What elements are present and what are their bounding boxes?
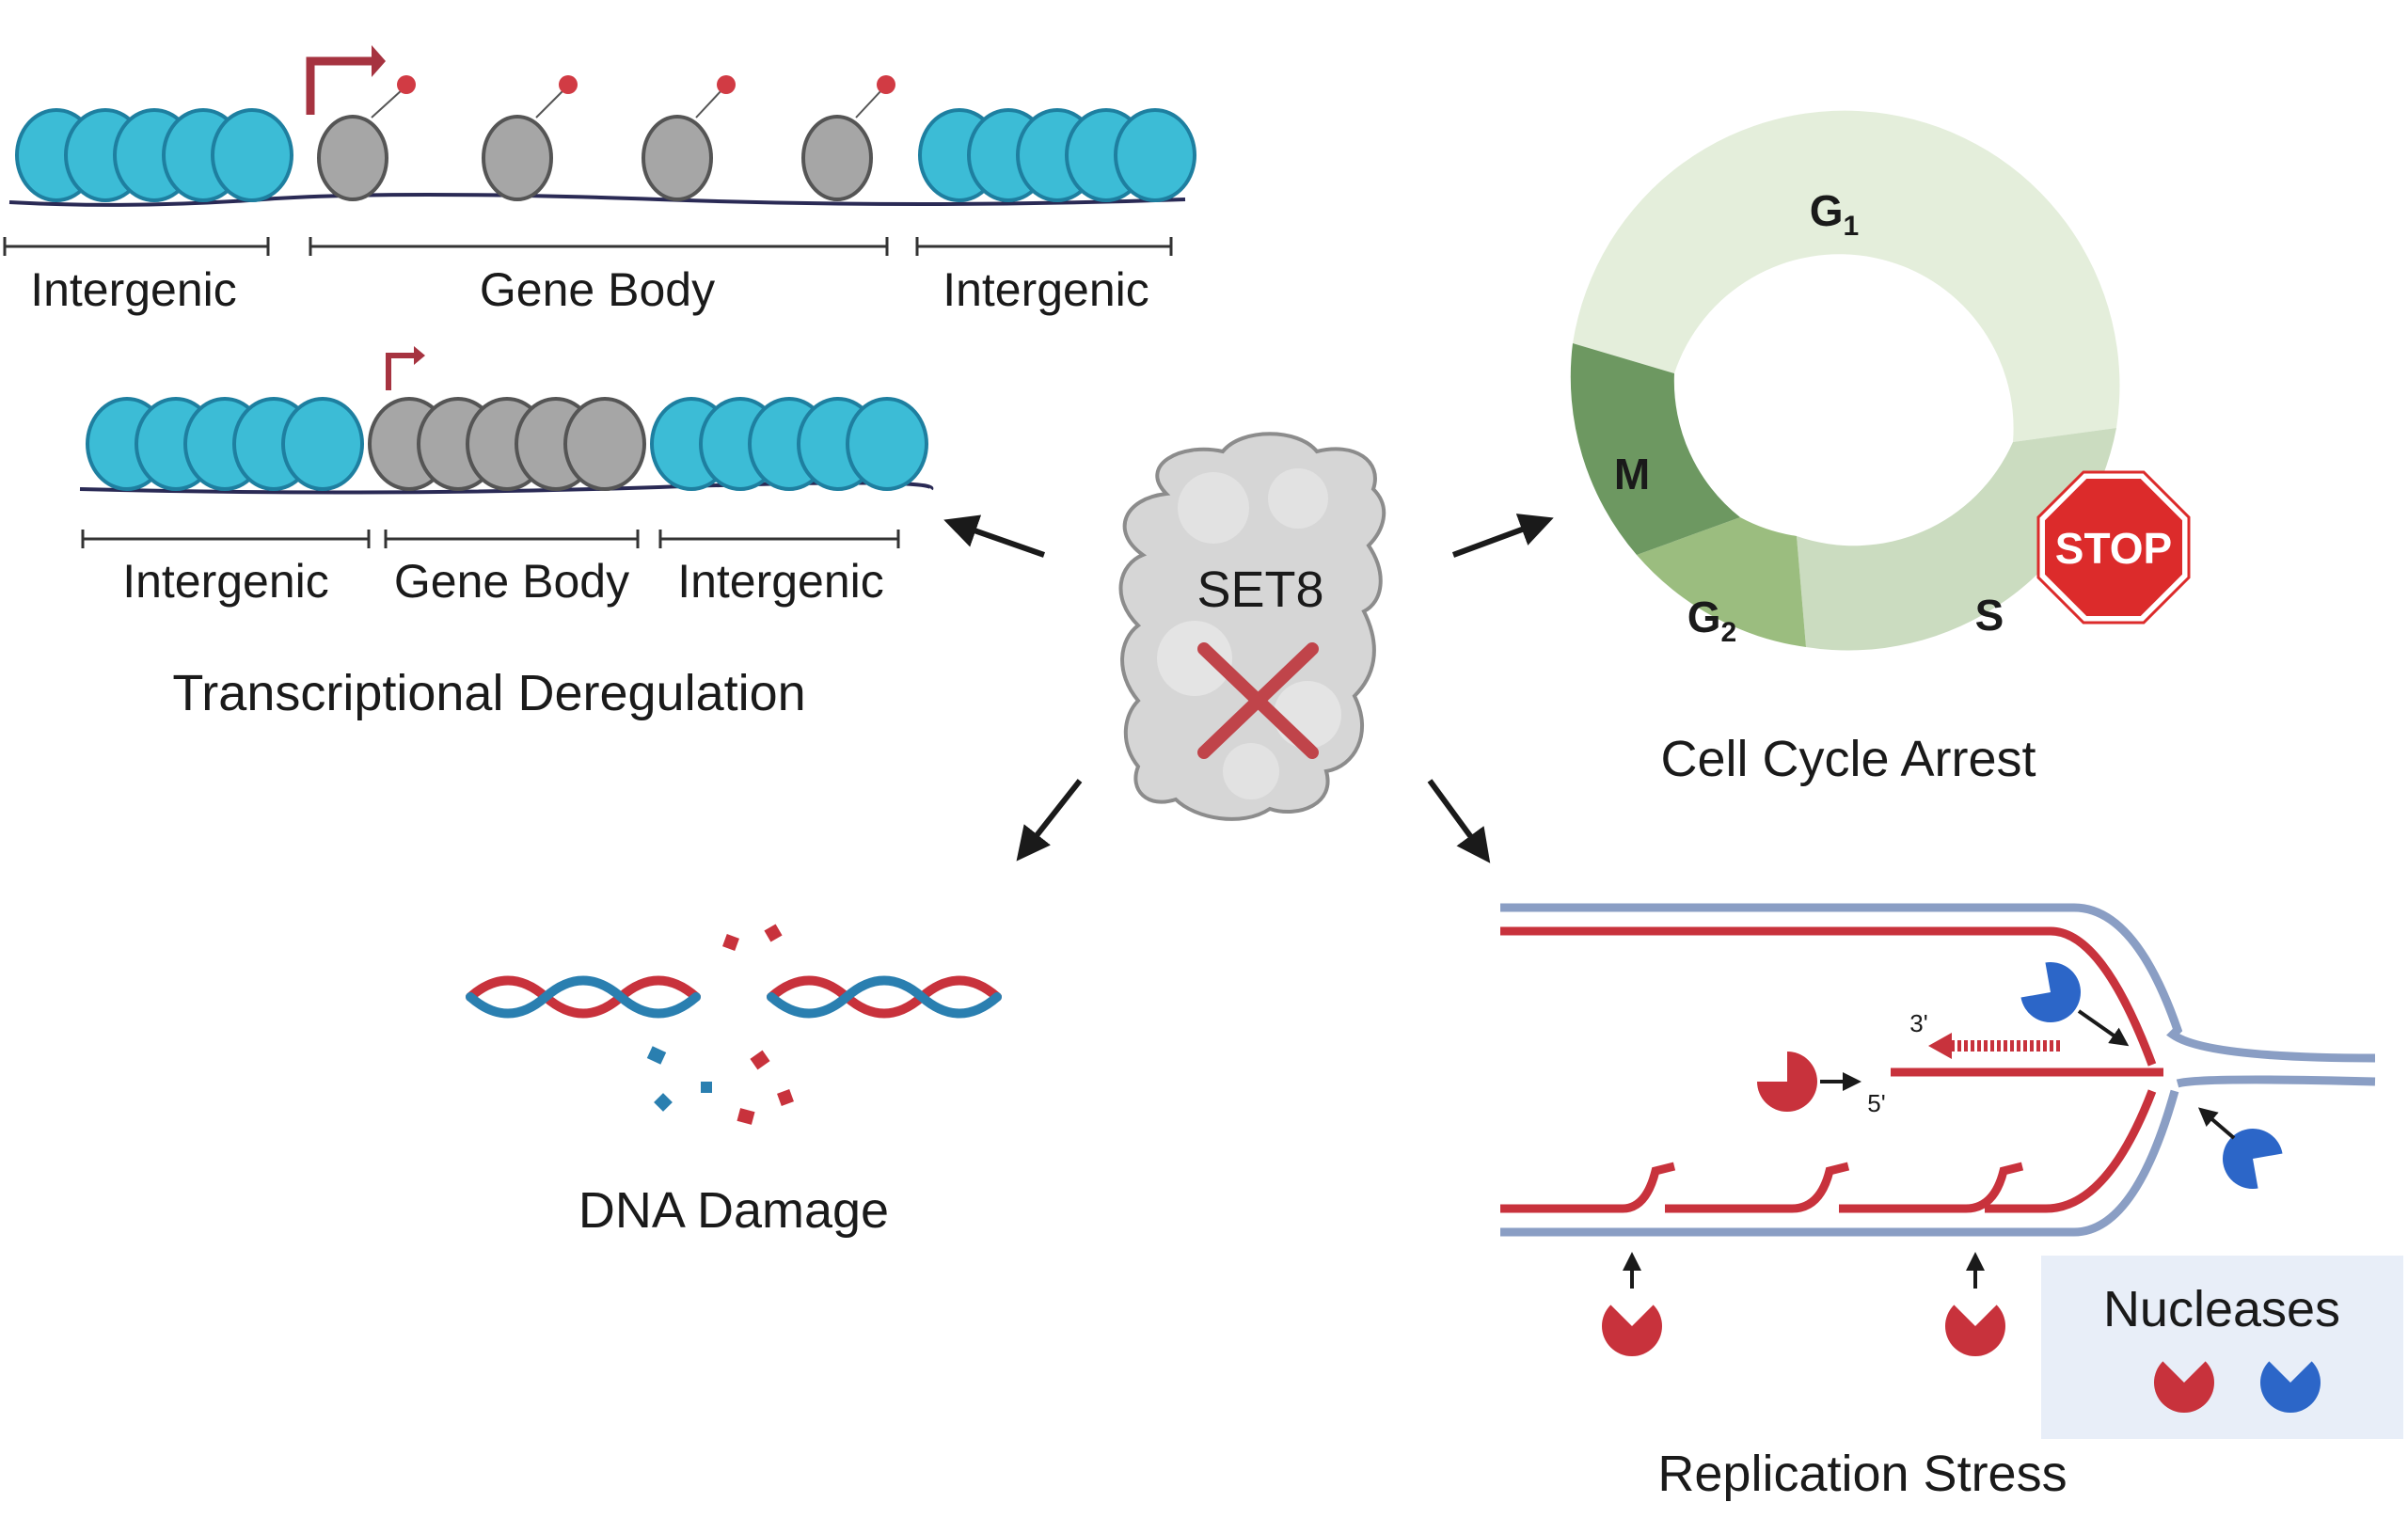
arrow-to-cell-cycle bbox=[1451, 514, 1554, 558]
intergenic-nucleosomes-bottom-right bbox=[650, 397, 928, 491]
phase-s bbox=[1797, 428, 2116, 651]
chromatin-bottom-track: Intergenic Gene Body Intergenic bbox=[79, 346, 934, 608]
label-intergenic-bottom-left: Intergenic bbox=[122, 555, 329, 608]
label-intergenic-bottom-right: Intergenic bbox=[677, 555, 884, 608]
caption-dna-damage: DNA Damage bbox=[578, 1182, 889, 1239]
phase-label-s: S bbox=[1975, 591, 2004, 640]
legend-title: Nucleases bbox=[2103, 1281, 2340, 1337]
nascent-strand-arrow bbox=[1928, 1033, 2060, 1059]
stop-label: STOP bbox=[2055, 524, 2172, 573]
phase-label-g1: G1 bbox=[1810, 186, 1859, 242]
legend-blue-nuclease-icon bbox=[2260, 1361, 2321, 1414]
arrow-to-dna-damage bbox=[1016, 779, 1083, 862]
legend-red-nuclease-icon bbox=[2154, 1361, 2214, 1413]
broken-dna-helix bbox=[466, 975, 1002, 1019]
caption-replication-stress: Replication Stress bbox=[1657, 1446, 2067, 1502]
set8-protein: SET8 bbox=[1118, 432, 1386, 821]
nuclease-icons-fork bbox=[1602, 962, 2283, 1357]
intergenic-nucleosomes-left bbox=[15, 108, 293, 202]
label-intergenic-top-right: Intergenic bbox=[943, 263, 1149, 316]
stop-sign-icon: STOP bbox=[2036, 470, 2191, 625]
phase-g2 bbox=[1637, 517, 1806, 647]
arrow-to-replication bbox=[1427, 779, 1491, 863]
phase-label-m: M bbox=[1614, 450, 1650, 498]
region-brackets-top bbox=[3, 237, 1173, 256]
cell-cycle-wheel: G1 S G2 M bbox=[1570, 110, 2120, 651]
inhibited-x-icon bbox=[1197, 642, 1319, 759]
chromatin-top-track: Intergenic Gene Body Intergenic bbox=[3, 45, 1196, 316]
arrow-to-transcription bbox=[943, 514, 1045, 558]
region-brackets-bottom bbox=[81, 530, 900, 548]
gene-body-nucleosomes-top bbox=[317, 75, 895, 201]
phase-label-g2: G2 bbox=[1687, 593, 1736, 648]
label-gene-body-top: Gene Body bbox=[480, 263, 715, 316]
replication-fork bbox=[1500, 903, 2376, 1237]
gene-body-nucleosomes-bottom bbox=[368, 397, 646, 491]
phase-g1 bbox=[1573, 110, 2120, 442]
tss-arrow-large bbox=[306, 56, 372, 115]
phase-m bbox=[1570, 343, 1740, 555]
intergenic-nucleosomes-right bbox=[918, 108, 1196, 202]
caption-cell-cycle-arrest: Cell Cycle Arrest bbox=[1660, 731, 2036, 787]
tss-arrow-small bbox=[386, 353, 414, 390]
strand-end-5: 5' bbox=[1867, 1089, 1885, 1117]
caption-transcriptional-deregulation: Transcriptional Deregulation bbox=[172, 665, 805, 721]
set8-label: SET8 bbox=[1196, 561, 1323, 618]
dna-fragments bbox=[646, 924, 794, 1125]
label-intergenic-top-left: Intergenic bbox=[30, 263, 237, 316]
label-gene-body-bottom: Gene Body bbox=[394, 555, 629, 608]
nucleases-legend: Nucleases bbox=[2041, 1256, 2403, 1439]
intergenic-nucleosomes-bottom-left bbox=[86, 397, 364, 491]
strand-end-3: 3' bbox=[1909, 1009, 1927, 1037]
